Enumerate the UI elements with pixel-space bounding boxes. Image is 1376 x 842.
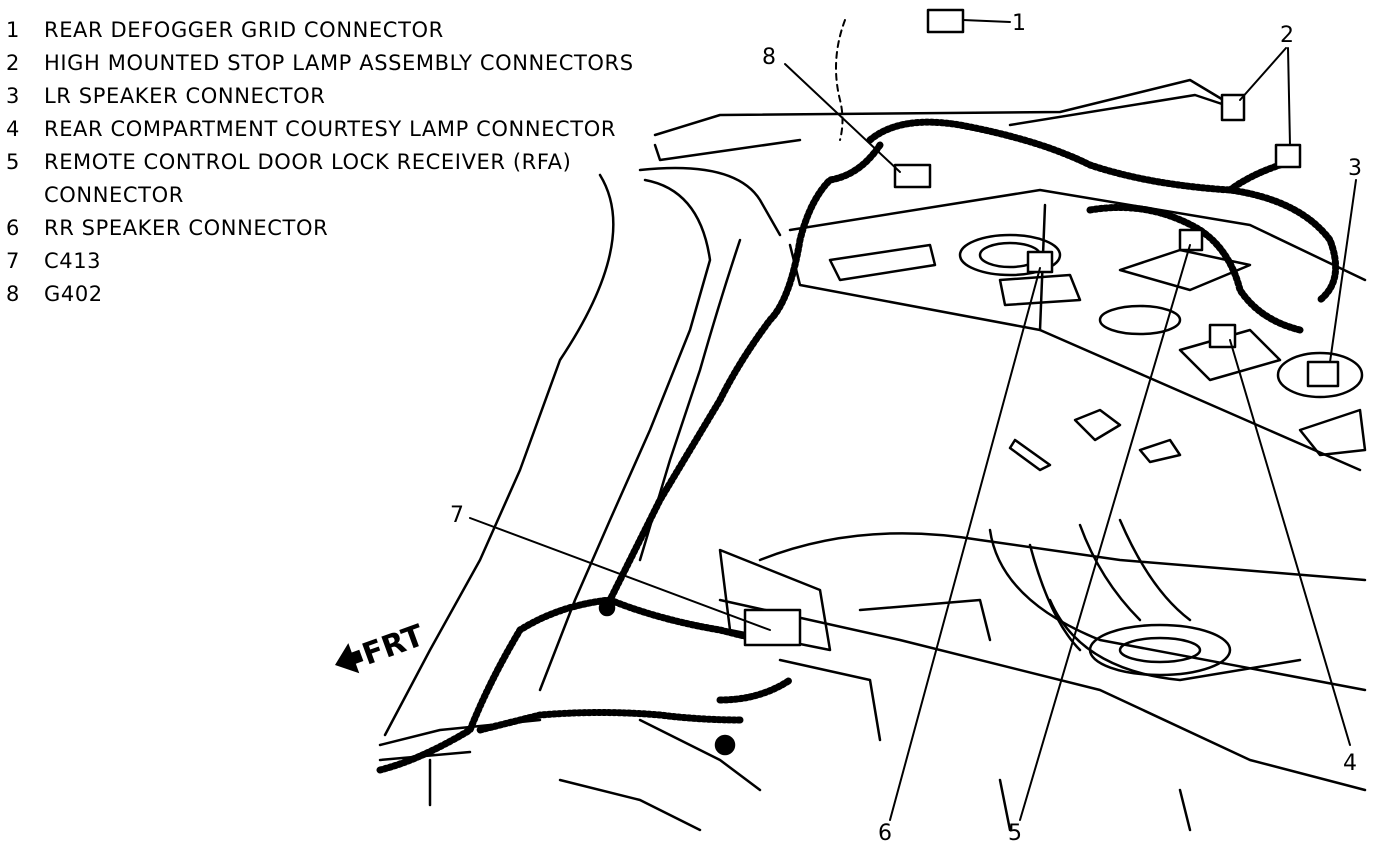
legend-number: 5 bbox=[6, 150, 20, 174]
front-direction-arrow: FRT bbox=[335, 618, 429, 674]
callout-4: 4 bbox=[1343, 751, 1357, 776]
legend-number: 1 bbox=[6, 18, 20, 42]
legend-number: 4 bbox=[6, 117, 20, 141]
package-shelf bbox=[788, 188, 1367, 472]
legend-text: REAR DEFOGGER GRID CONNECTOR bbox=[44, 18, 444, 42]
callout-3: 3 bbox=[1348, 156, 1362, 181]
callout-1: 1 bbox=[1012, 11, 1026, 36]
legend-number: 8 bbox=[6, 282, 20, 306]
phantom-part bbox=[835, 19, 846, 141]
connectors bbox=[598, 8, 1340, 756]
callout-8: 8 bbox=[762, 45, 776, 70]
callout-5: 5 bbox=[1008, 821, 1022, 842]
callout-leaders bbox=[469, 19, 1357, 821]
legend-text: HIGH MOUNTED STOP LAMP ASSEMBLY CONNECTO… bbox=[44, 51, 634, 75]
legend-text: LR SPEAKER CONNECTOR bbox=[44, 84, 326, 108]
vehicle-body-outline bbox=[378, 78, 1242, 762]
legend-text: G402 bbox=[44, 282, 103, 306]
legend-number: 2 bbox=[6, 51, 20, 75]
legend-text-continued: CONNECTOR bbox=[44, 183, 184, 207]
wiring-harness bbox=[376, 118, 1340, 774]
legend-text: C413 bbox=[44, 249, 102, 273]
callout-6: 6 bbox=[878, 821, 892, 842]
callout-2: 2 bbox=[1280, 23, 1294, 48]
legend-text: REMOTE CONTROL DOOR LOCK RECEIVER (RFA) bbox=[44, 150, 572, 174]
legend-text: REAR COMPARTMENT COURTESY LAMP CONNECTOR bbox=[44, 117, 617, 141]
trunk-floor bbox=[428, 518, 1367, 832]
frt-label: FRT bbox=[358, 618, 429, 673]
legend-number: 6 bbox=[6, 216, 20, 240]
legend-number: 7 bbox=[6, 249, 20, 273]
arrow-left-icon bbox=[335, 643, 364, 674]
legend-number: 3 bbox=[6, 84, 20, 108]
callout-7: 7 bbox=[450, 503, 464, 528]
legend-text: RR SPEAKER CONNECTOR bbox=[44, 216, 329, 240]
